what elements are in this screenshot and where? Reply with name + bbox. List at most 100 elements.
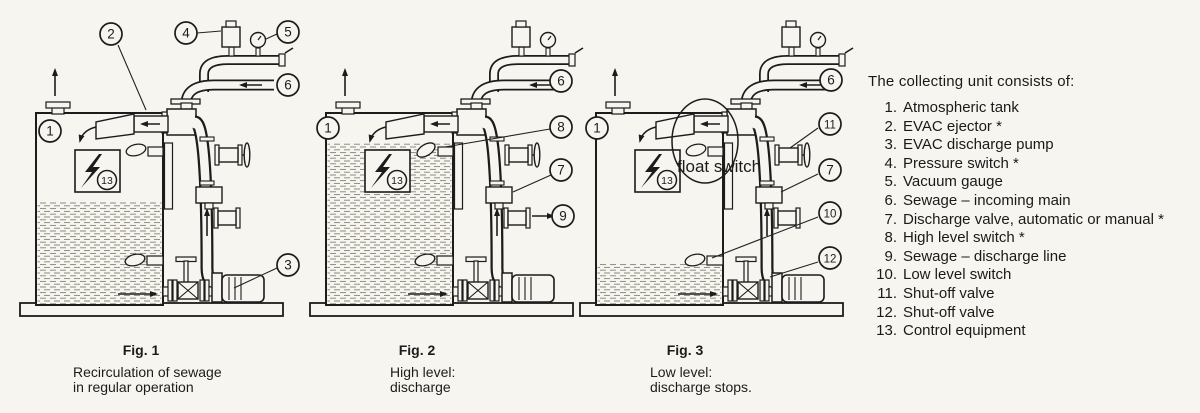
legend-item-label: Low level switch (903, 266, 1012, 284)
vacuum-gauge (249, 31, 267, 57)
callout-number: 2 (107, 27, 115, 42)
figure-caption-line: High level: (390, 364, 455, 380)
legend-item-label: Vacuum gauge (903, 173, 1003, 191)
handwheel-icon (803, 142, 811, 168)
lightning-bolt-icon (81, 154, 102, 188)
shut-off-valve (504, 142, 541, 168)
callout-number: 7 (826, 163, 834, 178)
callout-number: 6 (284, 78, 292, 93)
lightning-bolt-icon (641, 154, 662, 188)
legend-item-label: Pressure switch * (903, 154, 1019, 172)
legend-item-number: 3. (884, 136, 897, 154)
shut-off-valve (774, 142, 811, 168)
evac-ejector (78, 113, 169, 143)
callout-7: 7 (512, 158, 573, 193)
legend-item-label: EVAC ejector * (903, 117, 1002, 135)
callout-number: 5 (284, 25, 292, 40)
suction-gate-valve (162, 256, 214, 302)
instrument-pipe-run (489, 47, 584, 92)
callout-number: 6 (557, 74, 565, 89)
callout-4: 4 (174, 21, 222, 45)
instrument-pipe-run (759, 47, 854, 92)
legend-item: 13.Control equipment (868, 322, 1198, 341)
pressure-switch (781, 20, 801, 57)
discharge-valve (755, 186, 801, 229)
callout-number: 1 (46, 124, 54, 139)
callout-number: 3 (284, 258, 292, 273)
callout-9: 9 (551, 204, 575, 228)
legend-item: 1.Atmospheric tank (868, 99, 1198, 118)
handwheel-icon (533, 142, 541, 168)
high-level-float-switch (416, 142, 454, 158)
callout-1: 1 (316, 116, 340, 140)
legend-item: 2.EVAC ejector * (868, 118, 1198, 137)
callout-number: 6 (827, 73, 835, 88)
legend-item-number: 9. (884, 247, 897, 265)
legend-item-label: Shut-off valve (903, 284, 995, 302)
callout-number: 13 (391, 175, 403, 187)
atmospheric-tank (35, 112, 164, 306)
figure-caption-line: discharge (390, 379, 451, 395)
legend-item: 8.High level switch * (868, 229, 1198, 248)
legend-item-label: High level switch * (903, 229, 1025, 247)
callout-13: 13 (96, 169, 118, 191)
discharge-pump (771, 272, 825, 303)
vent-pipe (335, 68, 361, 115)
legend-item-number: 10. (876, 266, 897, 284)
legend-item: 7.Discharge valve, automatic or manual * (868, 211, 1198, 230)
discharge-pump (501, 272, 555, 303)
atmospheric-tank (325, 112, 454, 306)
discharge-valve (195, 186, 241, 229)
handwheel-icon (243, 142, 251, 168)
sight-glass (723, 142, 734, 210)
sewage-water-level (37, 202, 162, 305)
sewage-water-level (597, 263, 722, 305)
callout-1: 1 (585, 116, 609, 140)
callout-number: 10 (824, 209, 837, 221)
callout-number: 4 (182, 26, 190, 41)
discharge-pump (211, 272, 265, 303)
sight-glass (163, 142, 174, 210)
suction-gate-valve (452, 256, 504, 302)
vacuum-gauge (539, 31, 557, 57)
callout-3: 3 (233, 253, 300, 289)
control-equipment-box (634, 149, 681, 193)
float-switch-highlight-circle (671, 98, 739, 184)
legend-item-label: Sewage – discharge line (903, 247, 1067, 265)
figure-title: Fig. 3 (667, 342, 704, 358)
discharge-valve (485, 186, 531, 229)
figure-caption-line: in regular operation (73, 379, 194, 395)
legend-item-number: 4. (884, 154, 897, 172)
atmospheric-tank (595, 112, 724, 306)
float-switch-annotation: float switch (677, 157, 761, 176)
legend-item-number: 12. (876, 303, 897, 321)
figure-caption-line: Recirculation of sewage (73, 364, 222, 380)
callout-number: 13 (101, 175, 113, 187)
callout-6: 6 (819, 68, 843, 92)
callout-number: 7 (557, 163, 565, 178)
callout-10: 10 (711, 201, 842, 259)
legend-title: The collecting unit consists of: (868, 73, 1075, 90)
legend-item-number: 13. (876, 322, 897, 340)
figure-caption-line: Low level: (650, 364, 712, 380)
legend-item-label: Discharge valve, automatic or manual * (903, 210, 1164, 228)
callout-6: 6 (276, 73, 300, 97)
callout-number: 1 (324, 121, 332, 136)
legend-item: 6.Sewage – incoming main (868, 192, 1198, 211)
callout-number: 9 (559, 209, 567, 224)
vent-pipe (45, 68, 71, 115)
legend-item: 9. Sewage – discharge line (868, 248, 1198, 267)
high-level-float-switch (125, 143, 164, 157)
legend-item-label: Atmospheric tank (903, 99, 1019, 116)
high-level-float-switch (685, 143, 724, 157)
callout-5: 5 (265, 20, 300, 44)
lightning-bolt-icon (371, 154, 392, 188)
callout-number: 13 (661, 175, 673, 187)
callout-number: 8 (557, 120, 565, 135)
low-level-float-switch (684, 253, 724, 267)
callout-13: 13 (656, 169, 678, 191)
